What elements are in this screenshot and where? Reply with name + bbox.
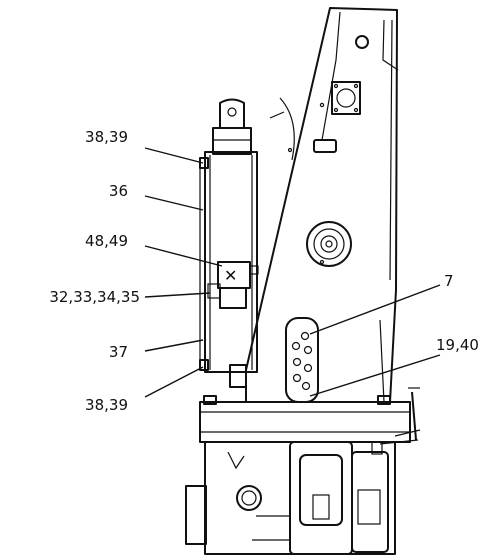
callout-label: 7: [444, 272, 454, 290]
svg-text:✕: ✕: [224, 266, 237, 285]
valve-block: ✕: [207, 261, 259, 309]
callout-label: 19,40: [436, 336, 479, 354]
callout-label: 37: [109, 343, 128, 361]
lower-housing: [185, 441, 396, 555]
callout-label: 48,49: [85, 232, 128, 250]
callout-labels: 38,39 36 48,49 32,33,34,35 37 38,39 7 19…: [49, 128, 479, 414]
callout-label: 32,33,34,35: [49, 288, 140, 306]
hydraulic-cylinder: [199, 98, 258, 388]
callout-label: 36: [109, 182, 128, 200]
callout-label: 38,39: [85, 396, 128, 414]
crane-base: [199, 387, 421, 445]
port-panel: [285, 317, 385, 403]
leader-lines: [144, 147, 441, 398]
callout-label: 38,39: [85, 128, 128, 146]
crane-column: [245, 7, 399, 403]
